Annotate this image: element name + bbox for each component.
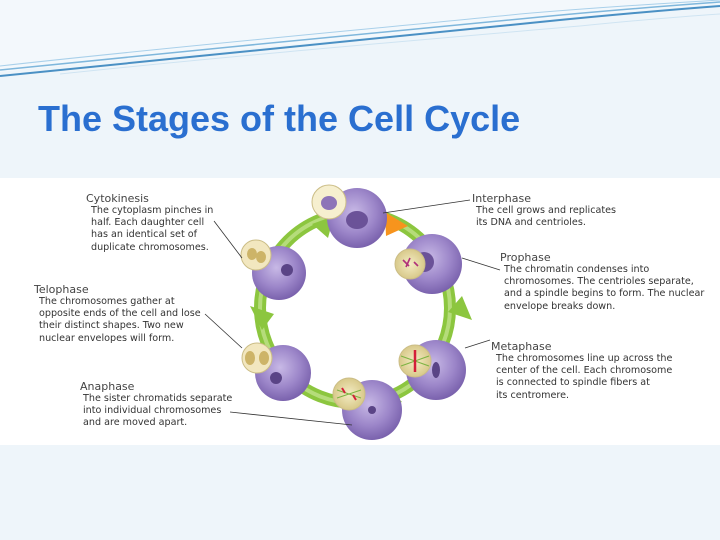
phase-desc-line: envelope breaks down. (504, 300, 616, 312)
phase-desc-line: The sister chromatids separate (83, 393, 233, 404)
phase-desc-line: nuclear envelopes will form. (39, 332, 175, 344)
phase-desc-line: half. Each daughter cell (91, 217, 205, 229)
anaphase-inset (332, 377, 366, 411)
metaphase-leader (464, 339, 491, 349)
phase-desc-line: center of the cell. Each chromosome (496, 365, 673, 377)
phase-desc-line: The chromosomes line up across the (496, 353, 673, 364)
phase-desc-line: duplicate chromosomes. (91, 241, 209, 253)
phase-desc-line: and a spindle begins to form. The nuclea… (504, 288, 705, 300)
phase-desc-line: its DNA and centrioles. (476, 217, 586, 229)
cycle-arrowhead-1 (448, 296, 472, 320)
wave-line-1 (0, 5, 720, 77)
phase-desc-line: The chromosomes gather at (39, 296, 175, 307)
wave-line-4 (59, 13, 720, 75)
cytokinesis-inset (240, 239, 272, 271)
metaphase-inset (398, 344, 432, 378)
wave-line-3 (0, 0, 720, 67)
wave-line-2 (0, 1, 720, 71)
wave-fill (0, 0, 720, 80)
prophase-leader (461, 257, 501, 271)
prophase-inset (394, 248, 426, 280)
phase-name: Cytokinesis (86, 192, 149, 205)
slide-title: The Stages of the Cell Cycle (38, 98, 521, 139)
phase-desc-line: The cell grows and replicates (476, 205, 617, 216)
phase-name: Anaphase (80, 380, 135, 393)
anaphase-leader (229, 411, 353, 426)
phase-name: Metaphase (491, 340, 552, 353)
phase-name: Telophase (34, 283, 89, 296)
interphase-inset (311, 184, 347, 220)
phase-desc-line: opposite ends of the cell and lose (39, 308, 201, 320)
prophase-label: Prophase The chromatin condenses into ch… (500, 251, 704, 313)
cell-cycle-diagram: Interphase The cell grows and replicates… (0, 178, 720, 445)
interphase-arrow (385, 212, 408, 236)
interphase-leader (382, 199, 471, 214)
header-wave-banner (0, 0, 720, 80)
phase-desc-line: chromosomes. The centrioles separate, (504, 276, 694, 288)
cell-cycle-graphic (204, 184, 501, 440)
phase-name: Prophase (500, 251, 551, 264)
phase-desc-line: The chromatin condenses into (504, 264, 650, 275)
telophase-inset (241, 342, 273, 374)
telophase-leader (204, 313, 243, 349)
phase-desc-line: The cytoplasm pinches in (91, 205, 214, 216)
cytokinesis-leader (213, 220, 243, 259)
phase-desc-line: its centromere. (496, 389, 570, 401)
phase-desc-line: is connected to spindle fibers at (496, 377, 650, 389)
cycle-arrowhead-3 (250, 306, 274, 330)
telophase-label: Telophase The chromosomes gather at oppo… (34, 283, 201, 345)
phase-desc-line: and are moved apart. (83, 417, 188, 429)
anaphase-label: Anaphase The sister chromatids separate … (80, 380, 232, 430)
metaphase-label: Metaphase The chromosomes line up across… (491, 340, 672, 402)
interphase-label: Interphase The cell grows and replicates… (472, 192, 616, 229)
cytokinesis-label: Cytokinesis The cytoplasm pinches in hal… (86, 192, 213, 254)
phase-name: Interphase (472, 192, 532, 205)
phase-desc-line: has an identical set of (91, 229, 198, 241)
phase-desc-line: their distinct shapes. Two new (39, 320, 184, 332)
phase-desc-line: into individual chromosomes (83, 405, 222, 417)
